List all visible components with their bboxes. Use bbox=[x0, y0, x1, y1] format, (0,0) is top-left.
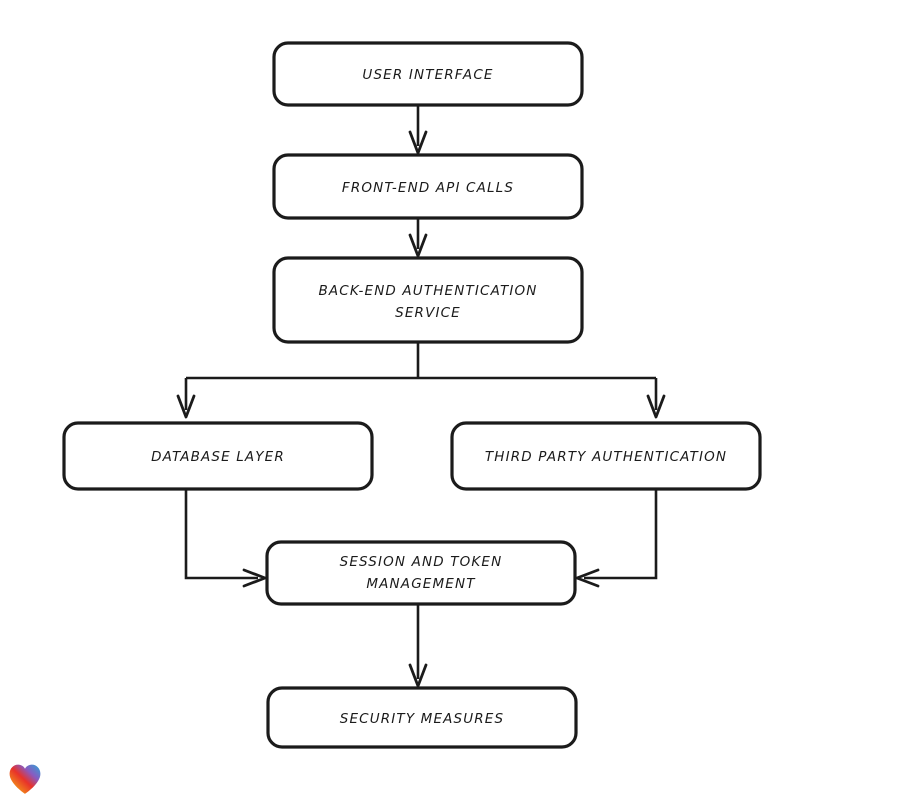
node-box-user-interface[interactable] bbox=[272, 41, 584, 107]
node-front-end-api-calls[interactable]: FRONT-END API CALLS bbox=[272, 153, 584, 220]
edge-backend-branch-bus bbox=[186, 342, 656, 380]
node-label-third-party-authentication: THIRD PARTY AUTHENTICATION bbox=[485, 449, 727, 465]
node-box-third-party-authentication[interactable] bbox=[450, 421, 762, 491]
node-third-party-authentication[interactable]: THIRD PARTY AUTHENTICATION bbox=[450, 421, 762, 491]
node-back-end-authentication-service[interactable]: BACK-END AUTHENTICATION SERVICE bbox=[272, 256, 584, 344]
edge-thirdparty-to-session bbox=[575, 489, 658, 588]
node-box-database-layer[interactable] bbox=[62, 421, 374, 491]
node-label-back-end-authentication-service-line2: SERVICE bbox=[395, 305, 461, 321]
edge-backend-to-database bbox=[176, 378, 196, 419]
edge-ui-to-frontend bbox=[408, 105, 428, 155]
node-box-session-and-token-management[interactable] bbox=[265, 540, 577, 606]
node-label-session-and-token-management-line2: MANAGEMENT bbox=[366, 576, 476, 592]
node-database-layer[interactable]: DATABASE LAYER bbox=[62, 421, 374, 491]
node-label-security-measures: SECURITY MEASURES bbox=[340, 711, 504, 727]
edge-backend-to-thirdparty bbox=[646, 378, 666, 419]
node-label-user-interface: USER INTERFACE bbox=[362, 67, 493, 83]
node-security-measures[interactable]: SECURITY MEASURES bbox=[266, 686, 578, 749]
node-label-front-end-api-calls: FRONT-END API CALLS bbox=[342, 180, 514, 196]
node-label-session-and-token-management-line1: SESSION AND TOKEN bbox=[340, 554, 503, 570]
edge-session-to-security bbox=[408, 604, 428, 688]
node-box-security-measures[interactable] bbox=[266, 686, 578, 749]
edge-frontend-to-backend bbox=[408, 218, 428, 258]
node-user-interface[interactable]: USER INTERFACE bbox=[272, 41, 584, 107]
node-box-front-end-api-calls[interactable] bbox=[272, 153, 584, 220]
node-label-back-end-authentication-service-line1: BACK-END AUTHENTICATION bbox=[318, 283, 537, 299]
heart-icon bbox=[9, 764, 41, 794]
node-session-and-token-management[interactable]: SESSION AND TOKEN MANAGEMENT bbox=[265, 540, 577, 606]
node-label-database-layer: DATABASE LAYER bbox=[151, 449, 285, 465]
node-box-back-end-authentication-service[interactable] bbox=[272, 256, 584, 344]
edge-database-to-session bbox=[184, 489, 267, 588]
